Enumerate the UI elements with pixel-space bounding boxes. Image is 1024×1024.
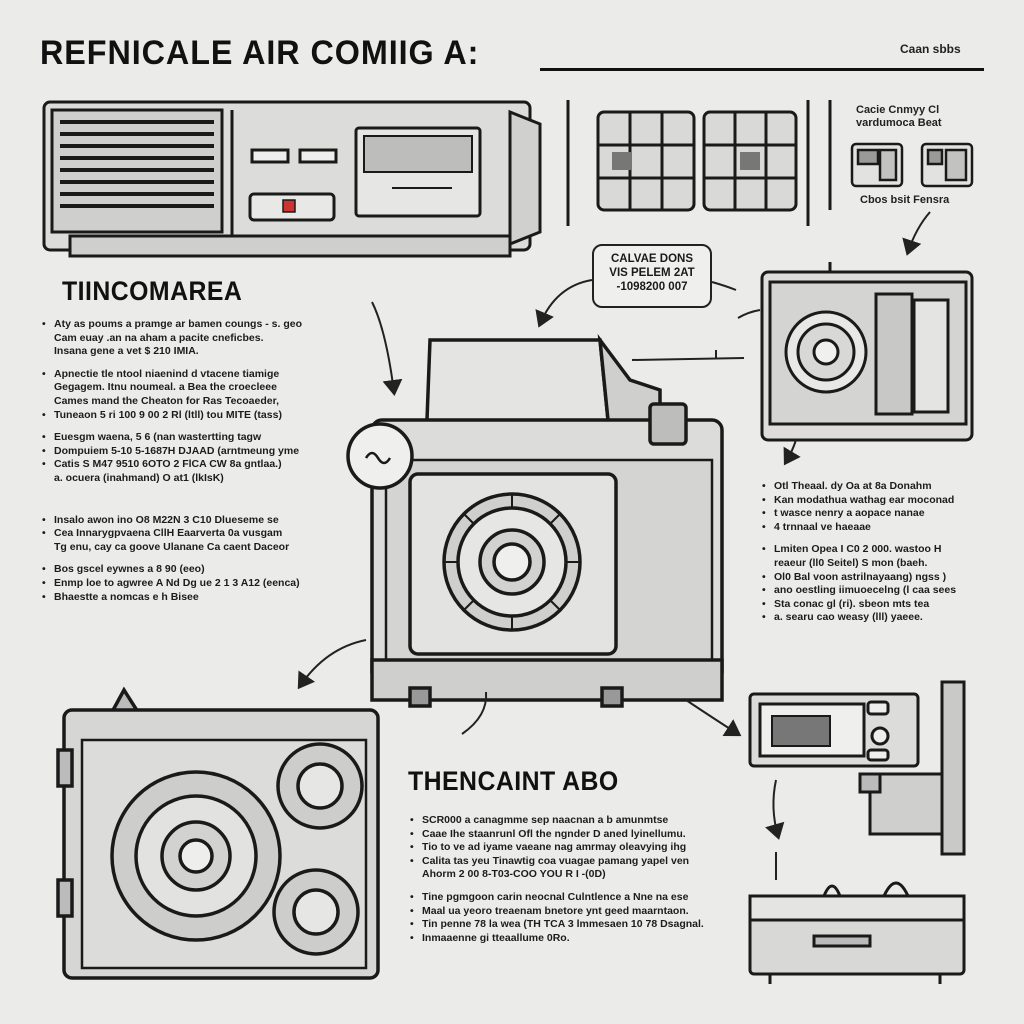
thumbnail-windows (850, 142, 974, 188)
list-item: Tg enu, cay ca goove Ulanane Ca caent Da… (54, 540, 290, 553)
top-right-caption-line: vardumoca Beat (856, 117, 942, 129)
list-item: Cea Innarygpvaena CllH Eaarverta 0a vusg… (42, 527, 302, 541)
list-item: Tio to ve ad iyame vaeane nag amrmay ole… (410, 841, 704, 855)
callout-line: VIS PELEM 2AT (609, 267, 695, 279)
list-item: Aty as poums a pramge ar bamen coungs - … (42, 318, 302, 332)
central-ac-unit (346, 333, 724, 708)
left-bullet-list: Aty as poums a pramge ar bamen coungs - … (42, 318, 302, 604)
list-item: ano oestling iimuoecelng (l caa sees (762, 584, 956, 598)
list-item: a. searu cao weasy (lll) yaeee. (762, 611, 956, 625)
thermostat-unit (748, 680, 966, 856)
list-item: Inmaaenne gi tteaallume 0Ro. (410, 932, 704, 946)
list-item: Kan modathua wathag ear moconad (762, 494, 956, 508)
list-item: Insalo awon ino O8 M22N 3 C10 Dlueseme s… (42, 514, 302, 528)
list-item: Bhaestte a nomcas e h Bisee (42, 591, 302, 605)
list-item: Enmp loe to agwree A Nd Dg ue 2 1 3 A12 … (42, 577, 302, 591)
list-item: Gegagem. Itnu noumeal. a Bea the croecle… (54, 381, 277, 394)
list-item: Sta conac gl (ri). sbeon mts tea (762, 598, 956, 612)
list-item: a. ocuera (inahmand) O at1 (lkIsK) (54, 471, 224, 484)
list-item: Tuneaon 5 ri 100 9 00 2 Rl (ltll) tou MI… (42, 409, 302, 423)
list-item: Lmiten Opea I C0 2 000. wastoo H (762, 543, 956, 557)
list-item: Dompuiem 5-10 5-1687H DJAAD (arntmeung y… (42, 445, 302, 459)
list-item: Catis S M47 9510 6OTO 2 FlCA CW 8a gntla… (42, 458, 302, 472)
callout-line: -1098200 007 (616, 281, 688, 293)
list-item: Calita tas yeu Tinawtig coa vuagae paman… (410, 855, 704, 869)
list-item: Insana gene a vet $ 210 IMIA. (54, 345, 199, 358)
base-tray-unit (748, 881, 966, 984)
top-right-caption: Cacie Cnmyy Cl vardumoca Beat (856, 104, 942, 130)
list-item: Tin penne 78 la wea (TH TCA 3 lmmesaen 1… (410, 918, 704, 932)
list-item: Ahorm 2 00 8-T03-COO YOU R I -(0D) (422, 868, 606, 881)
list-item: Caae Ihe staanrunl Ofl the ngnder D aned… (410, 828, 704, 842)
callout-line: CALVAE DONS (611, 253, 693, 265)
window-ac-unit (42, 100, 542, 258)
list-item: Cames mand the Cheaton for Ras Tecoaeder… (54, 394, 280, 407)
page-title: REFNICALE AIR COMIIG A: (40, 34, 480, 72)
list-item: Otl Theaal. dy Oa at 8a Donahm (762, 480, 956, 494)
title-rule (540, 68, 984, 71)
list-item: Cam euay .an na aham a pacite cneficbes. (54, 331, 264, 344)
list-item: Apnectie tle ntool niaenind d vtacene ti… (42, 368, 302, 382)
compact-fan-unit (760, 262, 974, 442)
leader-lines (297, 211, 931, 880)
list-item: Tine pgmgoon carin neocnal Culntlence a … (410, 891, 704, 905)
spec-callout: CALVAE DONS VIS PELEM 2AT -1098200 007 (592, 244, 712, 308)
window-panels (566, 100, 832, 226)
list-item: t wasce nenry a aopace nanae (762, 507, 956, 521)
corner-label: Caan sbbs (900, 42, 961, 56)
list-item: reaeur (ll0 Seitel) S mon (baeh. (774, 556, 928, 569)
outdoor-condenser-unit (56, 686, 380, 980)
right-bullet-list: Otl Theaal. dy Oa at 8a Donahm Kan modat… (762, 480, 956, 625)
bottom-bullet-list: SCR000 a canagmme sep naacnan a b amunmt… (410, 814, 704, 945)
list-item: SCR000 a canagmme sep naacnan a b amunmt… (410, 814, 704, 828)
list-item: 4 trnnaal ve haeaae (762, 521, 956, 535)
thumbnail-caption: Cbos bsit Fensra (860, 194, 950, 206)
list-item: Ol0 Bal voon astrilnayaang) ngss ) (762, 571, 956, 585)
bottom-heading: THENCAINT ABO (408, 766, 619, 796)
list-item: Maal ua yeoro treaenam bnetore ynt geed … (410, 905, 704, 919)
top-right-caption-line: Cacie Cnmyy Cl (856, 104, 940, 116)
list-item: Euesgm waena, 5 6 (nan wastertting tagw (42, 431, 302, 445)
list-item: Bos gscel eywnes a 8 90 (eeo) (42, 563, 302, 577)
left-heading: TIINCOMAREA (62, 276, 243, 306)
